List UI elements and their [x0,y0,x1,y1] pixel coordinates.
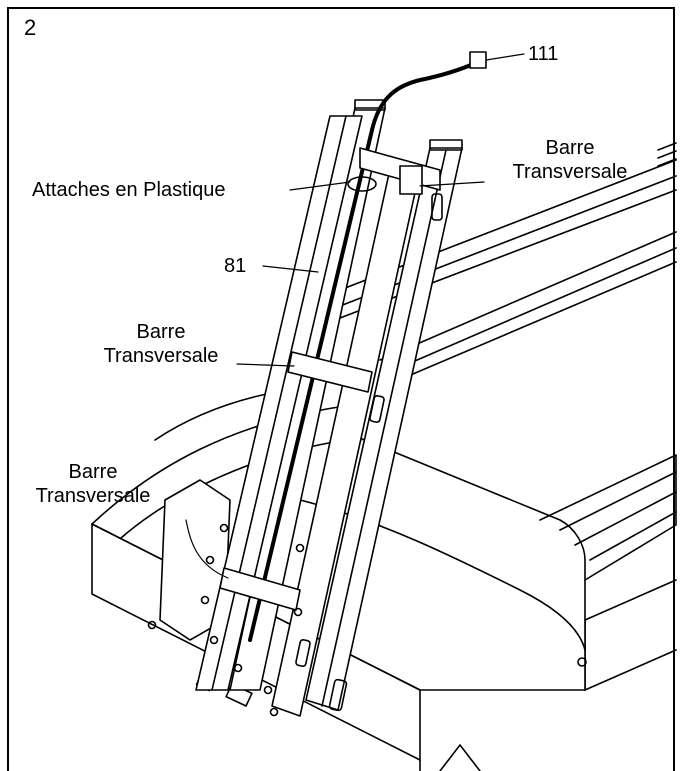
uprights [195,51,487,717]
upright-screw [219,523,229,533]
upright-81-edge [211,115,347,691]
wire-harness [248,60,480,642]
upright-slot [328,678,348,712]
upright-screw [269,707,279,717]
upright-screw [295,543,305,553]
housing-screw [147,620,157,630]
upright-slot [295,639,311,667]
label-part-111: 111 [528,43,559,65]
label-part-81: 81 [224,255,247,277]
upright-screw [233,663,243,673]
label-cross-bar-middle: Barre Transversale [86,320,236,368]
leader-cross-bar-top [419,181,485,187]
upright-slot [369,395,385,423]
label-cross-bar-bottom-line2: Transversale [35,485,151,507]
leader-lines [185,53,525,579]
housing-screw [200,595,210,605]
running-deck [539,454,677,581]
side-rail-bottom [379,231,677,389]
upright-screw [209,635,219,645]
label-plastic-ties: Attaches en Plastique [32,179,226,201]
wire-connector-111 [469,51,487,69]
top-bracket [399,165,423,195]
housing-screw [205,555,215,565]
upright-screw [263,685,273,695]
lower-cross-bar [219,567,301,611]
leader-111 [485,53,525,61]
upright-screw [293,607,303,617]
running-deck-rail [559,471,677,561]
rail-end-marks [657,142,677,167]
deck-top [359,437,586,691]
plastic-ties [347,176,377,192]
label-cross-bar-middle-line1: Barre [136,321,186,343]
leader-cross-bar-middle [236,363,295,367]
label-cross-bar-top-line2: Transversale [512,161,628,183]
leader-cross-bar-bottom [185,519,229,579]
front-right-upright-edge [321,149,447,707]
label-cross-bar-bottom: Barre Transversale [18,460,168,508]
upright-slot [431,193,443,221]
diagram-frame [7,7,675,771]
label-cross-bar-bottom-line1: Barre [68,461,118,483]
rear-left-upright-cap [354,99,386,111]
label-cross-bar-top: Barre Transversale [490,136,650,184]
step-number: 2 [24,15,37,40]
label-cross-bar-middle-line2: Transversale [103,345,219,367]
base-leg [439,744,481,771]
leader-plastic-ties [289,181,351,191]
base-screw [577,657,587,667]
label-cross-bar-top-line1: Barre [545,137,595,159]
deck-side [419,579,677,771]
leader-81 [262,265,319,273]
